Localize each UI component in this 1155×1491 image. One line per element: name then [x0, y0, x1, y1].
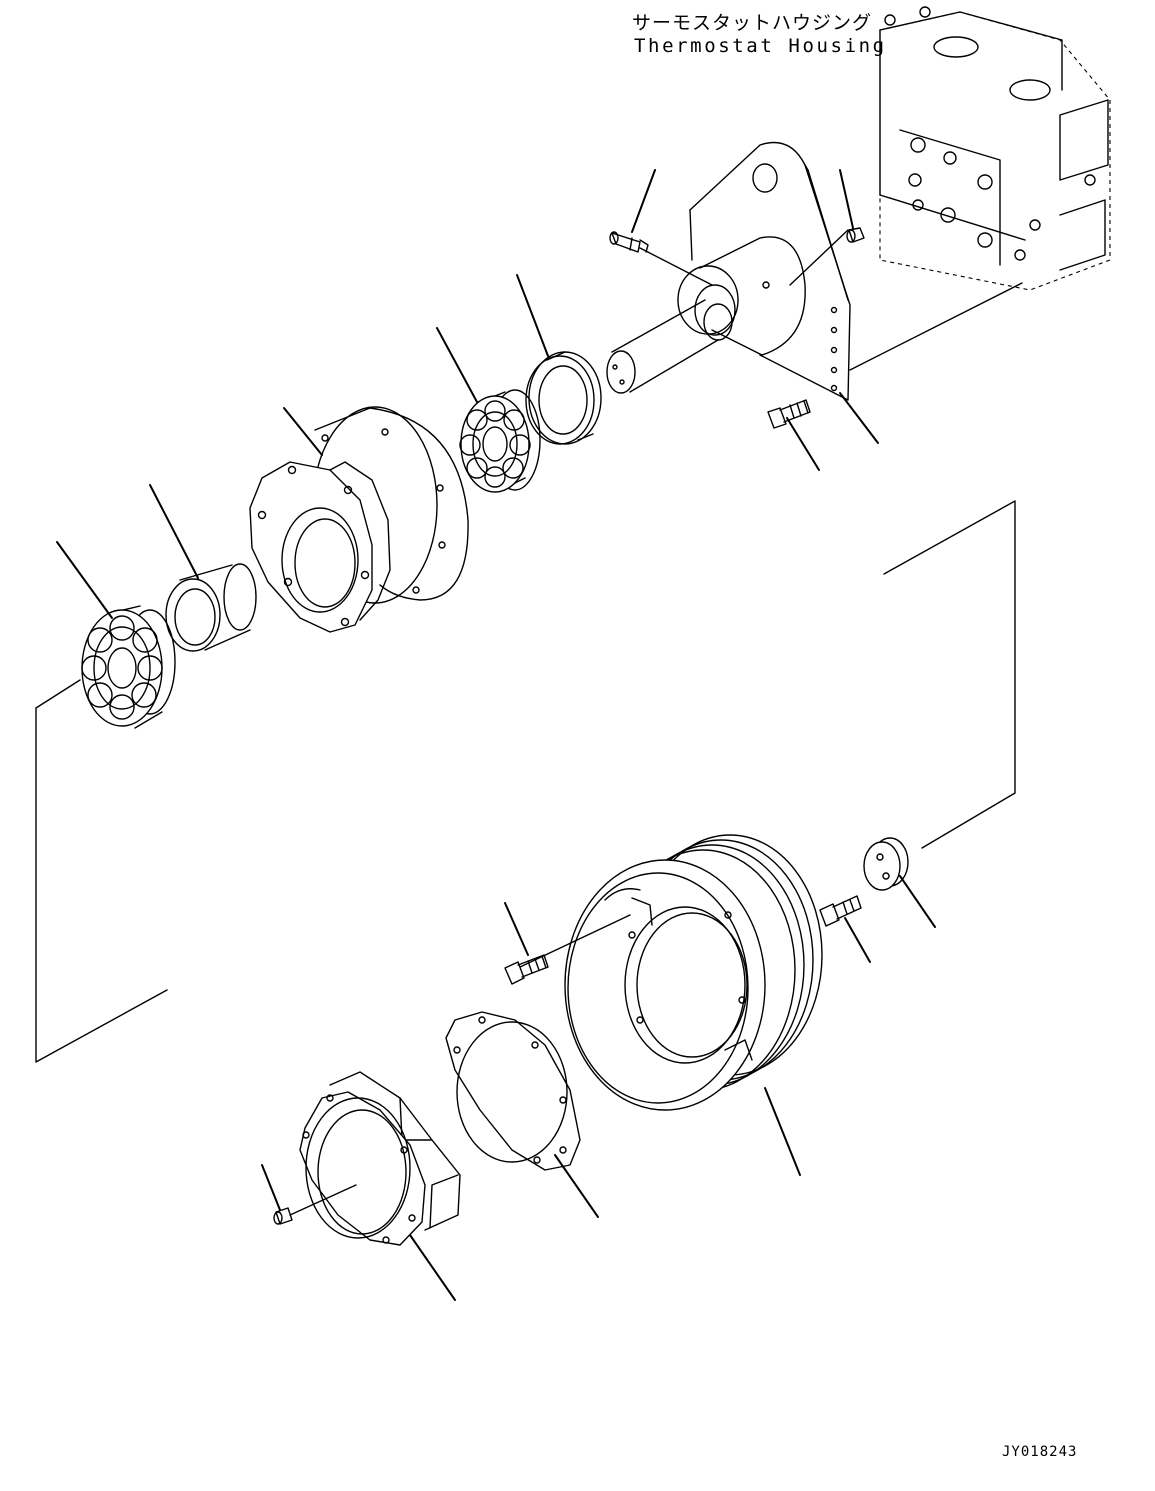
thermostat-housing [880, 7, 1110, 290]
thermostat-housing-label-jp: サーモスタットハウジング [632, 12, 873, 34]
pulley [565, 835, 822, 1110]
cover [300, 1072, 460, 1245]
bracket-bolt [768, 400, 810, 428]
plug-upper [847, 228, 864, 242]
grease-fitting [610, 232, 648, 252]
bearing-housing [250, 407, 468, 632]
drawing-number: JY018243 [1002, 1444, 1078, 1460]
roller-bearing-upper [460, 390, 540, 492]
leader-lines [57, 170, 935, 1300]
roller-bearing-lower [82, 606, 175, 728]
spacer-sleeve [166, 564, 256, 651]
pulley-bolt-right [820, 896, 861, 926]
thermostat-housing-label-en: Thermostat Housing [634, 35, 887, 57]
pulley-bolt-left [505, 955, 548, 984]
seal-ring [526, 352, 601, 444]
gasket [446, 1012, 580, 1170]
end-cap [864, 838, 908, 890]
pulley-bracket [607, 143, 850, 401]
plug-lower [274, 1208, 292, 1224]
assembly-lines [36, 230, 1022, 1215]
